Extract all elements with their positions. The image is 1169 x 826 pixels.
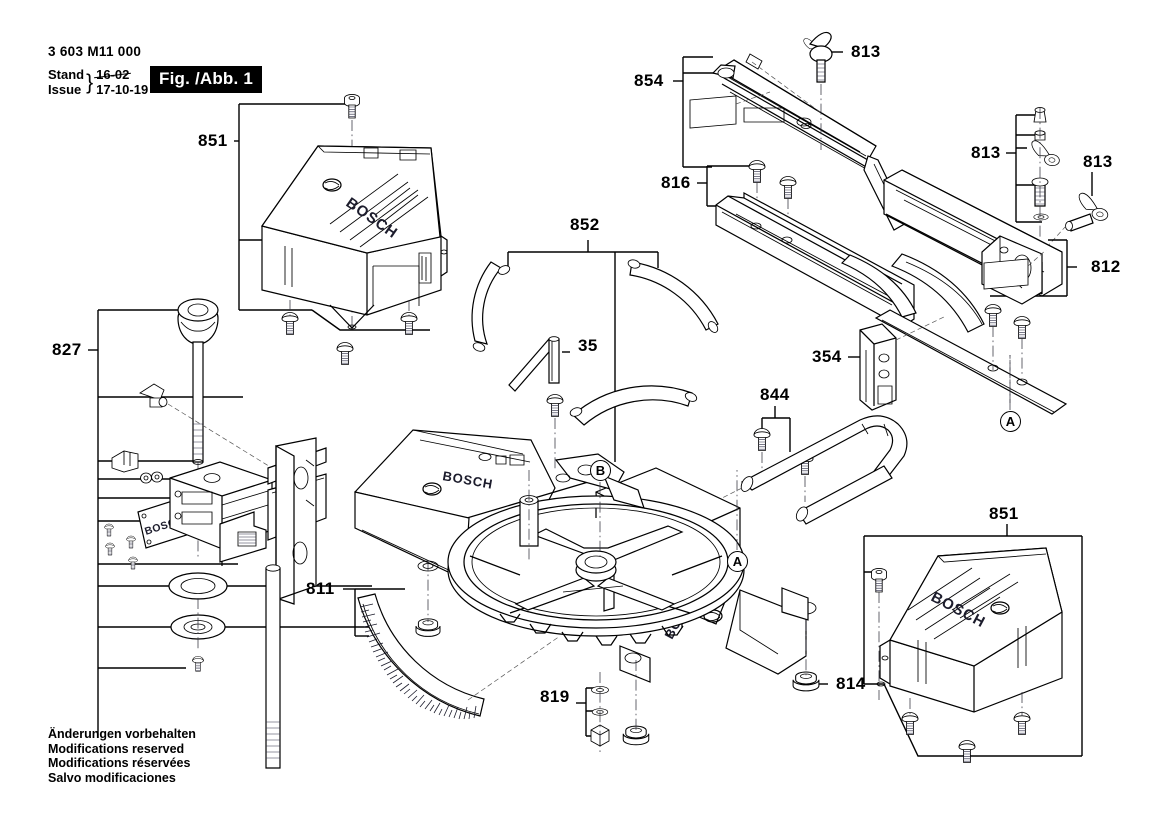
callout-812: 812 [1091, 257, 1121, 276]
callout-bracket-852 [507, 240, 659, 462]
disclaimer-es: Salvo modificaciones [48, 770, 176, 785]
callout-819: 819 [540, 687, 570, 706]
part-cover-851-bottom: BOSCH [871, 547, 1063, 763]
part-allen-key-35 [508, 336, 570, 392]
ref-leader-lines [599, 355, 1011, 560]
callout-811: 811 [306, 579, 335, 598]
callout-bracket-851-bottom [863, 524, 1083, 757]
part-knob-screw-813-top [803, 31, 833, 150]
part-lever-kit-813 [1028, 107, 1063, 240]
disclaimer-fr: Modifications réservées [48, 756, 191, 771]
callout-bracket-844 [761, 406, 791, 452]
label-stand: Stand [48, 67, 85, 82]
part-rail-816 [715, 160, 917, 328]
callout-816: 816 [661, 173, 691, 192]
part-fasteners-819 [590, 672, 610, 752]
callout-813-right: 813 [1083, 152, 1113, 171]
part-clamp-827: BOSCH [104, 298, 327, 769]
callout-852: 852 [570, 215, 600, 234]
revision-labels: Stand Issue [48, 67, 85, 97]
callout-813-mid: 813 [971, 143, 1001, 162]
callout-354: 354 [812, 347, 842, 366]
revision-dates: 16-02 17-10-19 [96, 67, 149, 97]
callout-bracket-811 [343, 588, 405, 637]
callout-813-top: 813 [851, 42, 881, 61]
callout-827: 827 [52, 340, 82, 359]
part-fence-bracket-812 [874, 169, 1068, 415]
callout-854: 854 [634, 71, 664, 90]
part-handle-844 [717, 415, 908, 525]
part-base-turntable: BOSCH BOSCH [354, 394, 817, 746]
date-current: 17-10-19 [96, 81, 149, 97]
part-index-block-354 [859, 315, 947, 411]
callout-814: 814 [836, 674, 866, 693]
title-block: 3 603 M11 000 Stand Issue } 16-02 17-10-… [48, 44, 148, 97]
brace-icon: } [86, 70, 94, 94]
callout-35: 35 [578, 336, 598, 355]
part-number: 3 603 M11 000 [48, 44, 142, 59]
callout-851-bottom: 851 [989, 504, 1019, 523]
part-cover-851-top: BOSCH [261, 93, 448, 365]
callout-851-top: 851 [198, 131, 228, 150]
date-superseded: 16-02 [96, 67, 130, 82]
disclaimer-en: Modifications reserved [48, 741, 185, 756]
ref-mark-a-right: A [1000, 411, 1021, 432]
disclaimer-de: Änderungen vorbehalten [48, 727, 196, 741]
part-lever-813-right [1045, 192, 1112, 249]
part-scale-arc-811 [357, 593, 561, 720]
callout-844: 844 [760, 385, 790, 404]
ref-mark-a-base: A [727, 551, 748, 572]
revision-block: Stand Issue } 16-02 17-10-19 [48, 67, 149, 97]
label-issue: Issue [48, 81, 82, 97]
part-foot-814 [792, 620, 820, 692]
callout-bracket-813-mid [1006, 114, 1042, 223]
disclaimer-block: Änderungen vorbehalten Modifications res… [48, 727, 196, 785]
callout-bracket-819 [576, 687, 596, 737]
callout-bracket-854 [673, 56, 718, 168]
figure-label: Fig. /Abb. 1 [150, 66, 263, 93]
callout-bracket-851-top [234, 103, 430, 331]
ref-mark-b-center: B [590, 460, 611, 481]
part-retainer-852 [471, 259, 719, 426]
